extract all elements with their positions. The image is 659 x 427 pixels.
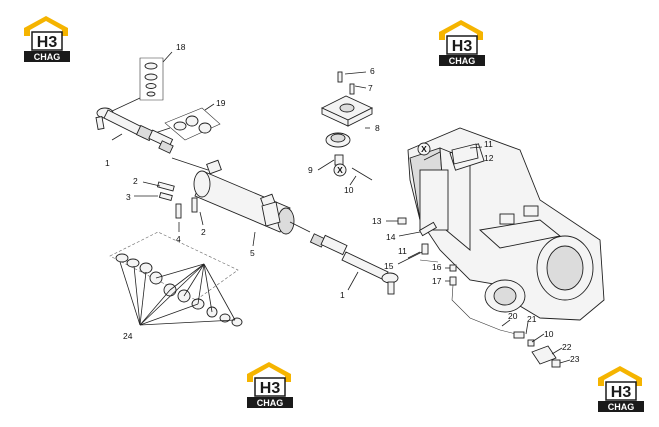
callout-1-right: 1 — [340, 290, 345, 300]
bolts-group — [134, 181, 204, 232]
logo-band — [598, 401, 644, 412]
callout-6: 6 — [370, 66, 375, 76]
logo-roof — [598, 366, 642, 386]
logo-top-left: H3 CHAG — [24, 16, 70, 62]
logo-top-right: H3 CHAG — [439, 20, 485, 66]
callout-1-left: 1 — [105, 158, 110, 168]
steering-cylinder — [171, 157, 311, 247]
callout-12: 12 — [484, 153, 494, 163]
callout-4: 4 — [176, 234, 181, 244]
tie-rod-right — [309, 233, 399, 295]
logo-bottom-center: H3 CHAG — [247, 362, 293, 408]
logo-box — [31, 31, 63, 51]
seal-kit-18 — [109, 51, 173, 113]
logo-box — [254, 377, 286, 397]
callout-2-upper: 2 — [133, 176, 138, 186]
callout-10-upper: 10 — [344, 185, 354, 195]
x-marker-label: X — [421, 144, 427, 154]
callout-9: 9 — [308, 165, 313, 175]
x-marker-label: X — [337, 165, 343, 175]
logo-bottom-right: H3 CHAG — [598, 366, 644, 412]
logo-mark: H3 — [260, 380, 281, 397]
callout-15: 15 — [384, 261, 394, 271]
logo-mark: H3 — [452, 38, 473, 55]
logo-box — [605, 381, 637, 401]
x-marker-a: X — [417, 142, 431, 156]
callout-5: 5 — [250, 248, 255, 258]
pivot-assembly — [317, 71, 374, 186]
callout-13: 13 — [372, 216, 382, 226]
callout-21: 21 — [527, 314, 537, 324]
logo-mark: H3 — [37, 34, 58, 51]
seal-kit-24 — [109, 231, 243, 327]
callout-22: 22 — [562, 342, 572, 352]
seal-kit-19 — [151, 103, 221, 141]
logo-band — [247, 397, 293, 408]
logo-roof — [24, 16, 68, 36]
callout-18: 18 — [176, 42, 186, 52]
logo-roof — [247, 362, 291, 382]
x-marker-b: X — [333, 163, 347, 177]
callout-8: 8 — [375, 123, 380, 133]
callout-17: 17 — [432, 276, 442, 286]
logo-box — [446, 35, 478, 55]
callout-2-lower: 2 — [201, 227, 206, 237]
callout-23: 23 — [570, 354, 580, 364]
logo-band — [439, 55, 485, 66]
callout-14: 14 — [386, 232, 396, 242]
callout-20: 20 — [508, 311, 518, 321]
callout-7: 7 — [368, 83, 373, 93]
logo-roof — [439, 20, 483, 40]
logo-word: CHAG — [449, 56, 476, 66]
callout-24: 24 — [123, 331, 133, 341]
logo-band — [24, 51, 70, 62]
logo-word: CHAG — [257, 398, 284, 408]
callout-16: 16 — [432, 262, 442, 272]
logo-word: CHAG — [608, 402, 635, 412]
axle-housing — [407, 127, 605, 321]
logo-word: CHAG — [34, 52, 61, 62]
callout-11-lower: 11 — [398, 246, 407, 256]
callout-19: 19 — [216, 98, 226, 108]
callout-10-lower: 10 — [544, 329, 554, 339]
callout-11-upper: 11 — [484, 139, 493, 149]
callout-3: 3 — [126, 192, 131, 202]
tie-rod-left — [95, 107, 174, 154]
fittings-group — [386, 217, 438, 265]
sensor-wire-assembly — [445, 264, 571, 368]
logo-mark: H3 — [611, 384, 632, 401]
